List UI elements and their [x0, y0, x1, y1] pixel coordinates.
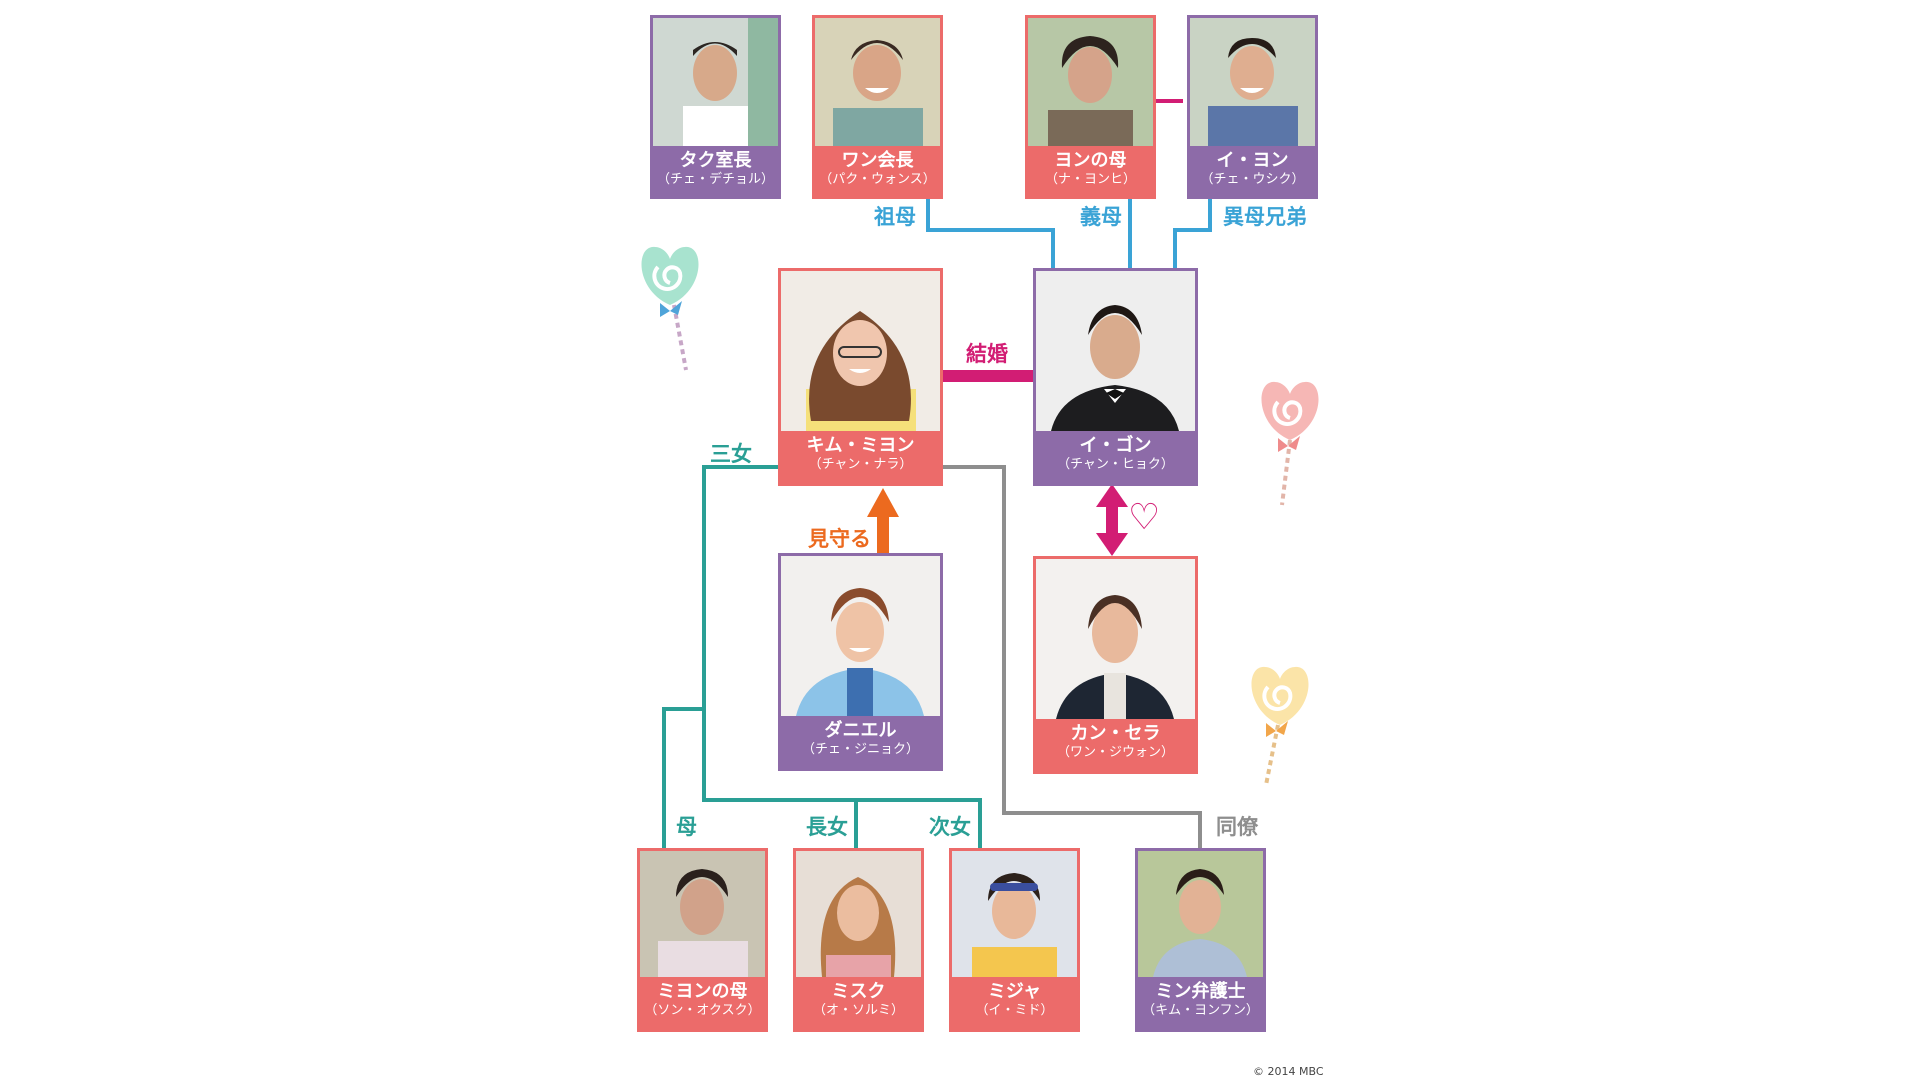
character-card-kang[interactable]: カン・セラ （ワン・ジウォン）: [1033, 556, 1198, 774]
label-stepmother: 義母: [1080, 205, 1122, 229]
label-third-daughter: 三女: [710, 442, 752, 466]
character-label: イ・ゴン （チャン・ヒョク）: [1036, 431, 1195, 483]
character-label: タク室長 （チェ・デチョル）: [653, 146, 778, 196]
label-eldest-daughter: 長女: [806, 815, 848, 839]
character-label: ミスク （オ・ソルミ）: [796, 977, 921, 1029]
lollipop-yellow-icon: [1251, 666, 1309, 786]
portrait-image: [1190, 18, 1315, 146]
character-name: カン・セラ: [1070, 723, 1161, 744]
portrait-image: [796, 851, 921, 977]
label-watch-over: 見守る: [808, 527, 871, 551]
character-name: キム・ミヨン: [806, 435, 915, 456]
character-card-yon-mother[interactable]: ヨンの母 （ナ・ヨンヒ）: [1025, 15, 1156, 199]
character-card-iyon[interactable]: イ・ヨン （チェ・ウシク）: [1187, 15, 1318, 199]
label-second-daughter: 次女: [929, 815, 971, 839]
character-card-mija[interactable]: ミジャ （イ・ミド）: [949, 848, 1080, 1032]
line-third-daughter: [702, 465, 982, 848]
label-grandmother: 祖母: [874, 205, 916, 229]
label-half-brother: 異母兄弟: [1223, 205, 1307, 229]
actor-name: （オ・ソルミ）: [812, 1003, 904, 1018]
lollipop-pink-icon: [1261, 381, 1319, 506]
line-grandmother: [926, 197, 1055, 268]
character-label: ワン会長 （パク・ウォンス）: [815, 146, 940, 196]
character-name: ミスク: [831, 981, 886, 1002]
character-label: カン・セラ （ワン・ジウォン）: [1036, 719, 1195, 771]
character-label: ミン弁護士 （キム・ヨンフン）: [1138, 977, 1263, 1029]
character-label: ミジャ （イ・ミド）: [952, 977, 1077, 1029]
portrait-image: [781, 271, 940, 431]
portrait-image: [781, 556, 940, 716]
character-card-misuku[interactable]: ミスク （オ・ソルミ）: [793, 848, 924, 1032]
character-label: イ・ヨン （チェ・ウシク）: [1190, 146, 1315, 196]
heart-icon: ♡: [1128, 497, 1161, 538]
character-name: ミヨンの母: [657, 981, 748, 1002]
portrait-image: [1138, 851, 1263, 977]
character-name: タク室長: [679, 150, 752, 171]
character-card-wan[interactable]: ワン会長 （パク・ウォンス）: [812, 15, 943, 199]
marriage-line: [940, 370, 1033, 382]
character-name: ミン弁護士: [1155, 981, 1246, 1002]
character-label: ヨンの母 （ナ・ヨンヒ）: [1028, 146, 1153, 196]
actor-name: （チャン・ナラ）: [808, 457, 913, 472]
portrait-image: [1028, 18, 1153, 146]
actor-name: （ナ・ヨンヒ）: [1044, 172, 1136, 187]
watch-arrow-head: [867, 488, 899, 517]
portrait-image: [653, 18, 778, 146]
character-name: イ・ゴン: [1079, 435, 1152, 456]
portrait-image: [952, 851, 1077, 977]
character-label: ミヨンの母 （ソン・オクスク）: [640, 977, 765, 1029]
actor-name: （チェ・ジニョク）: [801, 742, 919, 757]
character-card-miyon-mother[interactable]: ミヨンの母 （ソン・オクスク）: [637, 848, 768, 1032]
love-arrow-down: [1096, 533, 1128, 556]
line-colleague: [940, 465, 1202, 848]
label-marriage: 結婚: [966, 342, 1008, 366]
actor-name: （パク・ウォンス）: [819, 172, 936, 187]
lollipop-mint-icon: [641, 246, 699, 371]
actor-name: （チェ・ウシク）: [1200, 172, 1305, 187]
love-arrow-up: [1096, 484, 1128, 507]
character-name: ワン会長: [841, 150, 914, 171]
character-name: ダニエル: [824, 720, 897, 741]
character-card-min[interactable]: ミン弁護士 （キム・ヨンフン）: [1135, 848, 1266, 1032]
label-mother: 母: [676, 815, 697, 839]
actor-name: （イ・ミド）: [975, 1003, 1054, 1018]
character-name: ミジャ: [987, 981, 1042, 1002]
character-label: ダニエル （チェ・ジニョク）: [781, 716, 940, 768]
actor-name: （チャン・ヒョク）: [1057, 457, 1174, 472]
character-card-igon[interactable]: イ・ゴン （チャン・ヒョク）: [1033, 268, 1198, 486]
line-half-brother: [1173, 197, 1212, 268]
portrait-image: [640, 851, 765, 977]
watch-arrow-shaft: [877, 515, 889, 553]
actor-name: （ワン・ジウォン）: [1056, 745, 1174, 760]
line-mother: [662, 707, 704, 848]
character-name: ヨンの母: [1054, 150, 1127, 171]
portrait-image: [815, 18, 940, 146]
actor-name: （キム・ヨンフン）: [1142, 1003, 1259, 1018]
portrait-image: [1036, 559, 1195, 719]
actor-name: （ソン・オクスク）: [644, 1003, 761, 1018]
character-name: イ・ヨン: [1216, 150, 1289, 171]
copyright-text: © 2014 MBC: [1253, 1065, 1324, 1078]
character-card-kim[interactable]: キム・ミヨン （チャン・ナラ）: [778, 268, 943, 486]
character-card-taku[interactable]: タク室長 （チェ・デチョル）: [650, 15, 781, 199]
character-label: キム・ミヨン （チャン・ナラ）: [781, 431, 940, 483]
label-colleague: 同僚: [1216, 815, 1258, 839]
character-card-daniel[interactable]: ダニエル （チェ・ジニョク）: [778, 553, 943, 771]
portrait-image: [1036, 271, 1195, 431]
actor-name: （チェ・デチョル）: [656, 172, 774, 187]
